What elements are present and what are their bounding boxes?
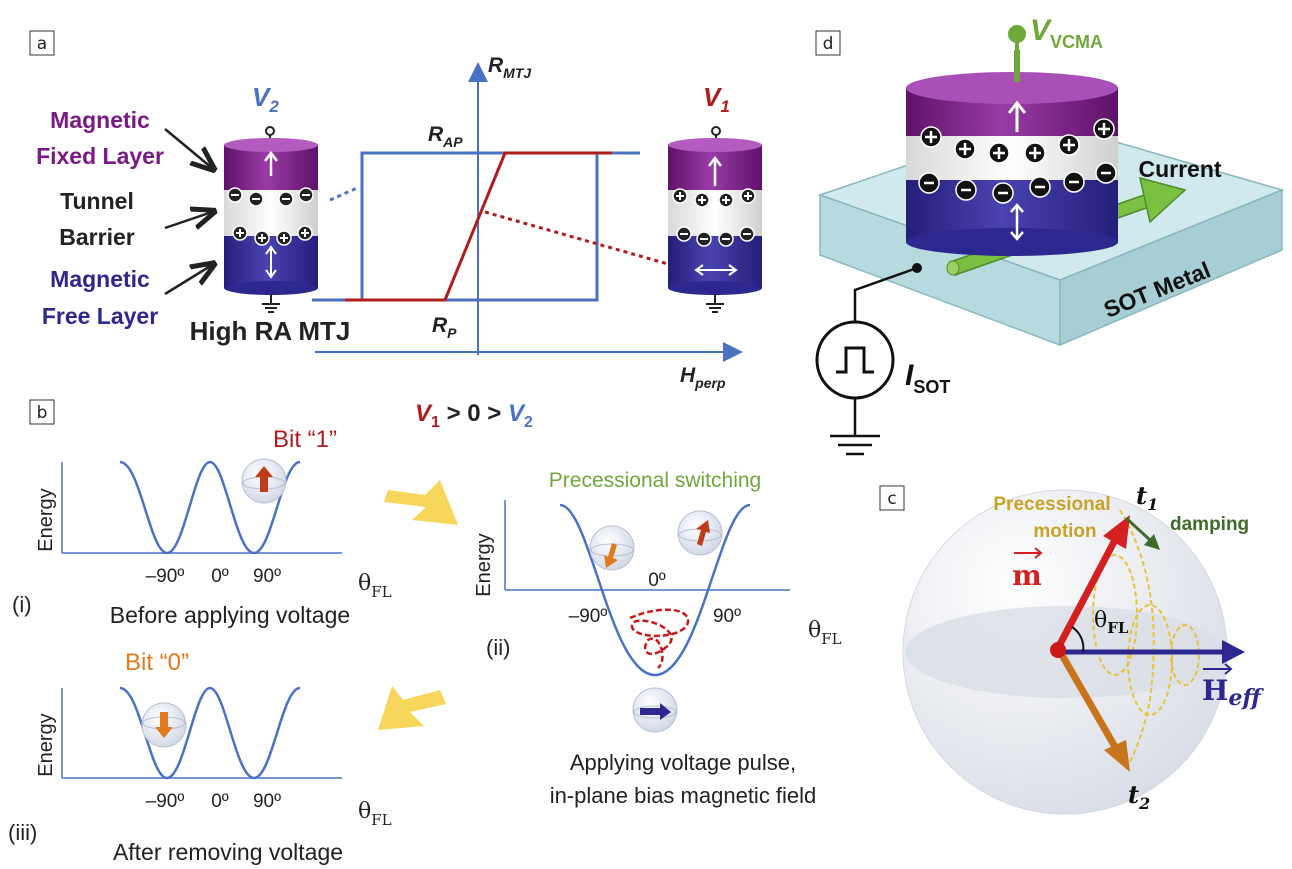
bit0-label: Bit “0” [125,649,189,676]
heff-label: Heff [1202,674,1264,711]
fixed-pointer-arrow [164,128,212,168]
m-vector-t2 [1058,653,1122,754]
hperp-axis-label: Hperp [680,364,726,391]
v1-resistance-curve [345,151,612,302]
energy-label-i: Energy [35,488,57,551]
energy-curve-iii [119,686,301,780]
v2-dotted-connector [329,186,358,202]
precessional-label-1: Precessional [993,494,1110,515]
energy-label-ii: Energy [473,533,495,596]
theta-arc [1071,626,1085,653]
tick-0-ii: 0º [648,570,666,591]
free-layer-label-2: Free Layer [42,303,158,329]
energy-curve-ii [559,503,751,677]
panel-c: c Precessional motion t1 damping m θFL [879,481,1264,815]
r-p-label: RP [432,314,457,341]
theta-label-iii: θFL [358,799,392,829]
tunnel-barrier-label-1: Tunnel [60,188,134,214]
theta-label-ii: θFL [808,618,842,648]
mtj-pillar-d [906,25,1118,256]
barrier-pointer-arrow [164,212,212,228]
sot-slab-side [1059,188,1283,347]
mtj-pillar-v1 [668,126,762,313]
caption-iii: After removing voltage [113,839,343,865]
mtj-pillar-v2 [224,126,318,313]
panel-d-tag-box [815,30,841,56]
current-arrow-head [1138,176,1187,224]
spin-arrow-ii-left [604,543,618,568]
r-ap-label: RAP [428,123,463,150]
tick-90-iii: 90º [253,791,281,812]
sot-wire-top [853,266,918,322]
v2-hysteresis-return [362,153,599,302]
caption-ii-line1: Applying voltage pulse, [570,750,796,775]
flow-arrow-to-ii [384,480,458,525]
vvcma-label: VVCMA [1030,14,1103,52]
damping-arrow [1124,516,1152,542]
panel-c-tag-box [879,485,905,511]
free-pointer-arrow [164,265,212,296]
tick-neg90-ii: –90º [569,606,608,627]
panel-b-tag: b [37,403,48,423]
fixed-layer-label-2: Fixed Layer [36,143,164,169]
panel-a: a V2 Magnetic Fixed Layer Tunnel Barrier… [29,30,762,431]
tick-90-ii: 90º [713,606,741,627]
free-layer-label-1: Magnetic [50,266,150,292]
voltage-condition: V1 > 0 > V2 [415,400,533,431]
precessional-label-2: motion [1033,521,1096,542]
tick-0-iii: 0º [211,791,229,812]
label-ii: (ii) [486,635,510,660]
tunnel-barrier-label-2: Barrier [59,224,134,250]
spin-down-arrow-iii [155,712,173,738]
v1-label: V1 [703,82,730,116]
tick-90-i: 90º [253,566,281,587]
precession-loop-3 [1170,624,1200,686]
m-vector [1054,538,1119,650]
precession-trajectory [629,608,690,669]
energy-label-iii: Energy [35,713,57,776]
panel-b-tag-box [29,399,55,425]
v2-hysteresis-loop [312,151,640,302]
m-label: m [1012,559,1042,592]
theta-label-i: θFL [358,571,392,601]
energy-curve-i [119,460,301,555]
t1-label: t1 [1136,481,1158,514]
tick-neg90-i: –90º [146,566,185,587]
isot-label: ISOT [905,359,950,397]
v2-label: V2 [252,82,279,116]
damping-label: damping [1170,514,1249,535]
fixed-layer-label-1: Magnetic [50,107,150,133]
spin-up-arrow-i [255,466,273,492]
rmtj-axis-label: RMTJ [488,54,532,81]
bit1-label: Bit “1” [273,426,337,453]
spin-arrow-ii-right [696,520,710,546]
panel-b: b Bit “1” Energy –90º 0º 90º θFL (i) Bef… [8,399,842,865]
tick-0-i: 0º [211,566,229,587]
v1-dotted-connector [484,210,669,266]
pulse-source [815,320,895,400]
precessional-switching-title: Precessional switching [549,469,761,492]
caption-i: Before applying voltage [110,602,350,628]
t2-label: t2 [1128,780,1150,813]
spin-arrow-ii-bottom [640,703,671,720]
panel-a-tag: a [37,34,47,54]
device-name: High RA MTJ [190,316,351,346]
theta-fl-label: θFL [1094,608,1129,637]
flow-arrow-to-iii [378,686,446,730]
panel-d: d Current SOT Metal [815,14,1285,456]
sphere-origin [1050,642,1066,658]
label-iii: (iii) [8,820,37,845]
label-i: (i) [12,592,32,617]
vvcma-terminal [1008,25,1026,43]
tick-neg90-iii: –90º [146,791,185,812]
caption-ii-line2: in-plane bias magnetic field [550,783,817,808]
current-label: Current [1138,156,1221,182]
pulse-icon [836,346,874,374]
spin-sphere-ii-right [677,510,723,556]
panel-a-tag-box [29,30,55,56]
panel-d-tag: d [823,34,834,54]
panel-c-tag: c [887,489,896,509]
